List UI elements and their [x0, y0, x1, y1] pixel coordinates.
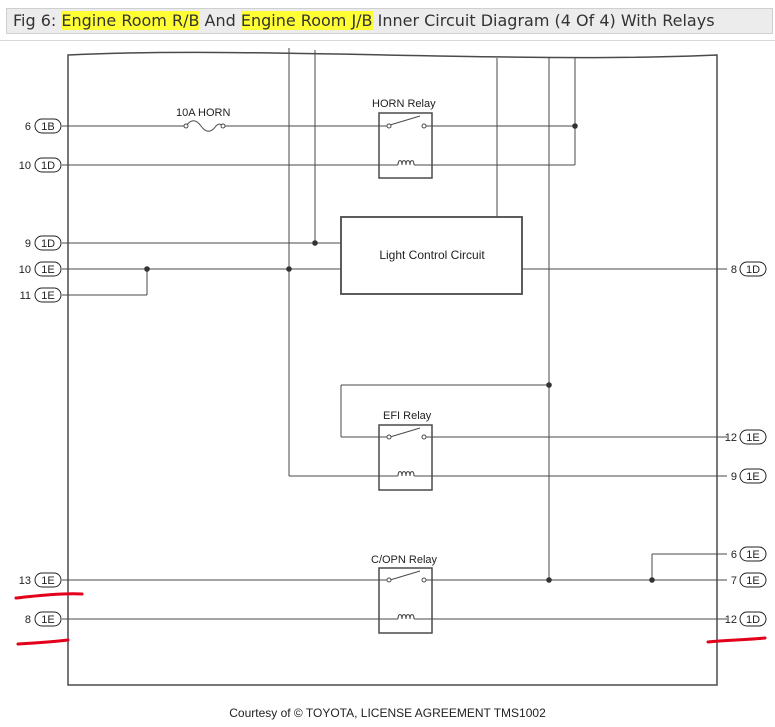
- right-conn: 1E: [746, 575, 759, 587]
- left-pin: 10: [19, 264, 31, 276]
- efi-relay-label: EFI Relay: [383, 410, 432, 422]
- connector-left-8-1e: 8 1E: [25, 611, 62, 627]
- horn-relay-contact: [389, 115, 421, 126]
- figure-title: Fig 6: Engine Room R/B And Engine Room J…: [13, 11, 715, 30]
- right-conn: 1E: [746, 549, 759, 561]
- junction-dot: [546, 577, 552, 583]
- left-pin: 11: [20, 290, 31, 302]
- efi-relay-contact: [389, 427, 421, 438]
- connector-right-12-1e: 12 1E: [725, 429, 767, 445]
- right-pin: 12: [725, 432, 737, 444]
- copn-relay-label: C/OPN Relay: [371, 554, 438, 566]
- left-pin: 8: [25, 614, 31, 626]
- connector-left-11-1e: 11 1E: [20, 287, 62, 303]
- left-pin: 6: [25, 121, 31, 133]
- credit-footer: Courtesy of © TOYOTA, LICENSE AGREEMENT …: [229, 706, 546, 720]
- connector-right-12-1d: 12 1D: [725, 611, 767, 627]
- left-pin: 13: [19, 575, 31, 587]
- title-highlight-rb: Engine Room R/B: [61, 11, 200, 30]
- connector-left-13-1e: 13 1E: [19, 572, 62, 588]
- connector-right-9-1e: 9 1E: [731, 468, 767, 484]
- annotation-underline-13-1e: [14, 592, 84, 600]
- title-suffix: Inner Circuit Diagram (4 Of 4) With Rela…: [372, 11, 715, 30]
- horn-relay-terminal: [386, 123, 392, 129]
- efi-relay-terminal: [421, 434, 427, 440]
- junction-dot: [546, 382, 552, 388]
- left-conn: 1D: [41, 160, 55, 172]
- copn-relay-contact: [389, 570, 421, 581]
- left-pin: 9: [25, 238, 31, 250]
- horn-relay-box: [378, 112, 433, 179]
- junction-dot: [649, 577, 655, 583]
- horn-relay-coil: [397, 160, 415, 166]
- title-prefix: Fig 6:: [13, 11, 62, 30]
- connector-left-10-1e: 10 1E: [19, 261, 62, 277]
- horn-relay-label: HORN Relay: [372, 98, 436, 110]
- efi-relay-coil: [397, 471, 415, 477]
- light-control-box: [340, 216, 523, 295]
- title-and: And: [199, 11, 241, 30]
- fuse-label: 10A HORN: [176, 107, 230, 119]
- right-pin: 12: [725, 614, 737, 626]
- left-conn: 1E: [41, 575, 54, 587]
- left-conn: 1E: [41, 614, 54, 626]
- left-conn: 1B: [41, 121, 54, 133]
- connector-right-8-1d: 8 1D: [731, 261, 767, 277]
- connector-left-6-1b: 6 1B: [25, 118, 62, 134]
- right-conn: 1D: [746, 614, 760, 626]
- left-conn: 1D: [41, 238, 55, 250]
- fuse-terminal: [220, 123, 226, 129]
- copn-relay-terminal: [421, 577, 427, 583]
- junction-dot: [286, 266, 292, 272]
- fuse-terminal: [183, 123, 189, 129]
- left-conn: 1E: [41, 290, 54, 302]
- junction-dot: [312, 240, 318, 246]
- junction-dot: [572, 123, 578, 129]
- left-pin: 10: [19, 160, 31, 172]
- left-conn: 1E: [41, 264, 54, 276]
- copn-relay-box: [378, 567, 433, 634]
- right-pin: 9: [731, 471, 737, 483]
- efi-relay-terminal: [386, 434, 392, 440]
- connector-left-10-1d: 10 1D: [19, 157, 62, 173]
- right-pin: 7: [731, 575, 737, 587]
- connector-right-6-1e: 6 1E: [731, 546, 767, 562]
- frame-outline: [67, 51, 718, 686]
- connector-right-7-1e: 7 1E: [731, 572, 767, 588]
- right-conn: 1D: [746, 264, 760, 276]
- horn-relay-terminal: [421, 123, 427, 129]
- right-pin: 6: [731, 549, 737, 561]
- right-pin: 8: [731, 264, 737, 276]
- junction-dot: [144, 266, 150, 272]
- title-highlight-jb: Engine Room J/B: [240, 11, 373, 30]
- figure-header: Fig 6: Engine Room R/B And Engine Room J…: [0, 0, 775, 41]
- annotation-underline-12-1d: [706, 636, 767, 644]
- light-control-label: Light Control Circuit: [379, 248, 485, 262]
- annotation-underline-8-1e: [16, 638, 70, 646]
- connector-left-9-1d: 9 1D: [25, 235, 62, 251]
- fuse-10a-horn: [185, 120, 224, 132]
- right-conn: 1E: [746, 432, 759, 444]
- right-conn: 1E: [746, 471, 759, 483]
- copn-relay-coil: [397, 614, 415, 620]
- copn-relay-terminal: [386, 577, 392, 583]
- efi-relay-box: [378, 424, 433, 491]
